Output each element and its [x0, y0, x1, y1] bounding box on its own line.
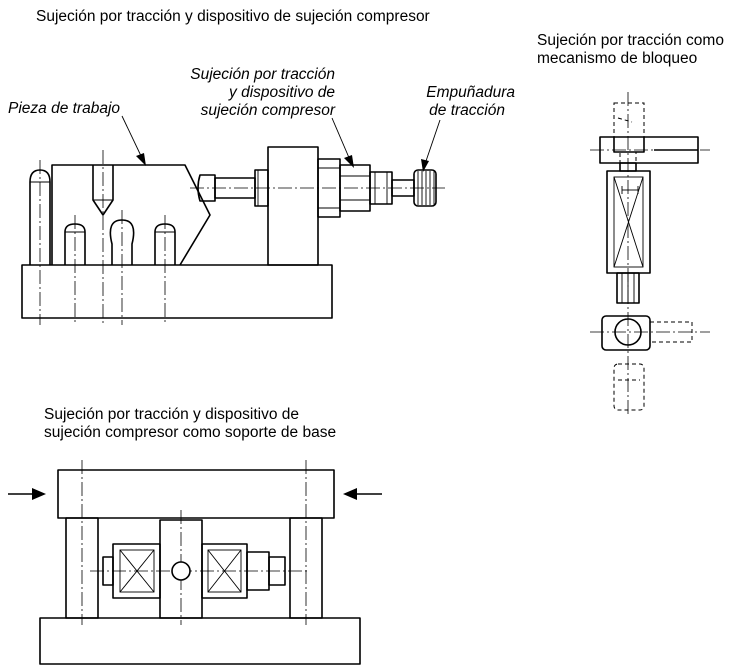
base-support-view [8, 460, 382, 665]
main-title: Sujeción por tracción y dispositivo de s… [36, 8, 430, 25]
main-view [21, 115, 445, 325]
device-leader [331, 117, 351, 161]
handle-leader [424, 119, 441, 165]
base-plate [21, 264, 333, 319]
top-plate [57, 469, 335, 519]
workpiece-leader [121, 115, 143, 159]
workpiece [51, 164, 211, 266]
workpiece-label: Pieza de trabajo [8, 100, 121, 117]
device-label-line2: y dispositivo de [229, 84, 335, 101]
lock-title-line1: Sujeción por tracción como [537, 32, 724, 49]
device-label-line1: Sujeción por tracción [190, 66, 335, 83]
bottom-plate [39, 617, 361, 665]
handle-label-line2: de tracción [429, 102, 505, 119]
base-title-line2: sujeción compresor como soporte de base [44, 424, 337, 441]
base-title-line1: Sujeción por tracción y dispositivo de [44, 406, 300, 423]
device-label-line3: sujeción compresor [200, 102, 335, 119]
lock-view [590, 92, 710, 415]
support-block [267, 146, 319, 266]
handle-label-line1: Empuñadura [426, 84, 515, 101]
lock-title-line2: mecanismo de bloqueo [537, 50, 698, 67]
pull-knob [413, 169, 437, 207]
